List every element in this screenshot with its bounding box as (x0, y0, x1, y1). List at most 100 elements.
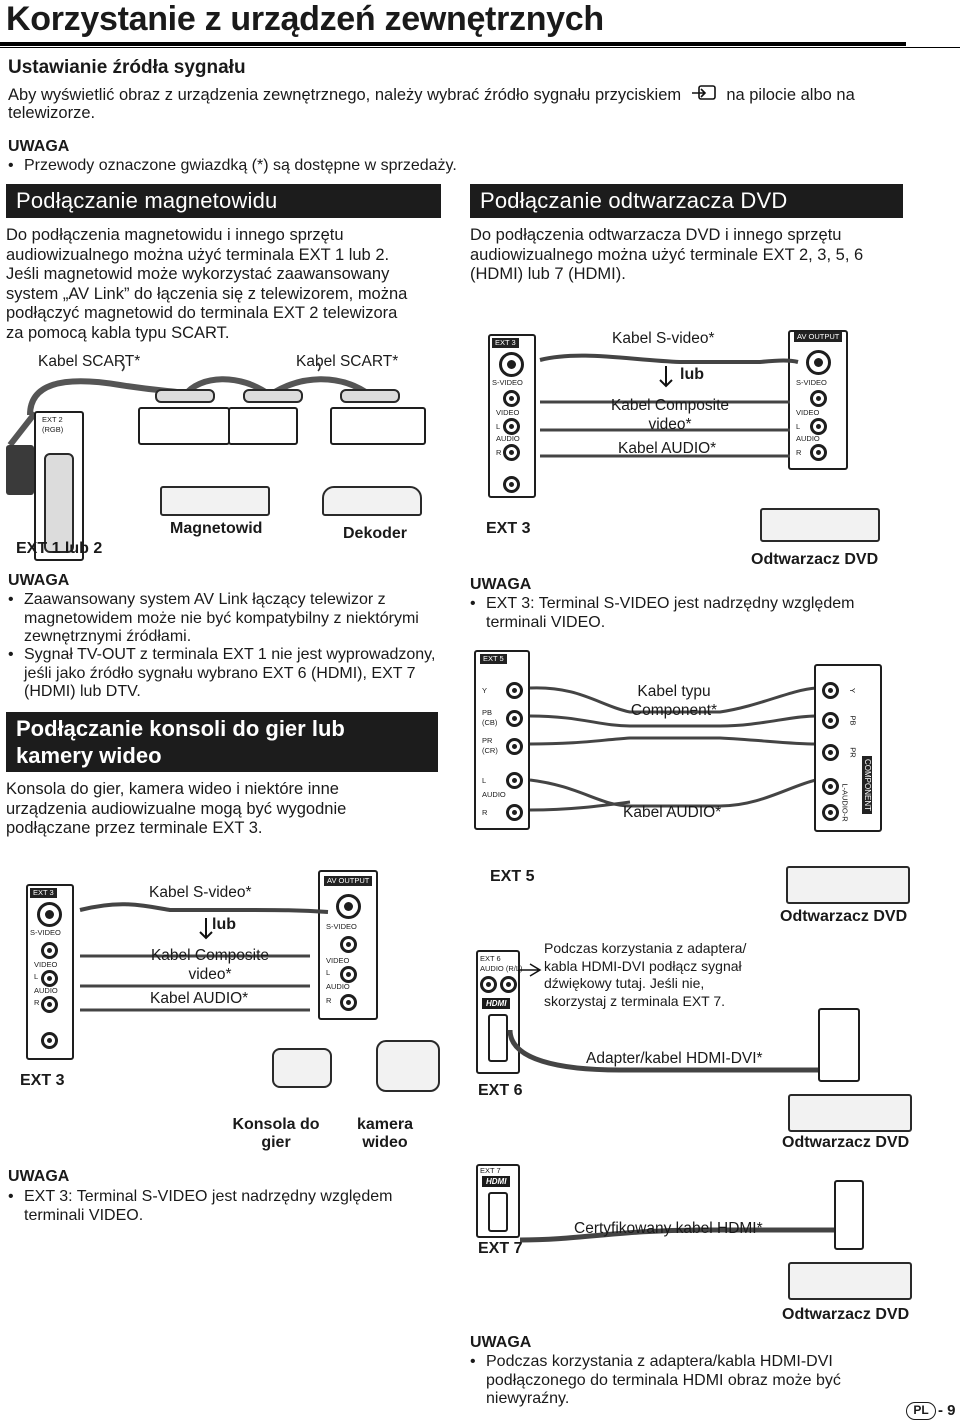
headphone-jack-icon (503, 476, 520, 493)
out-component-tag: COMPONENT (862, 756, 872, 814)
dvd-uwaga: UWAGA (470, 576, 532, 593)
pr-out-jack-icon (822, 744, 839, 761)
console-body-line: Konsola do gier, kamera wideo i niektóre… (6, 780, 339, 798)
svideo-label: S-VIDEO (796, 378, 827, 387)
console-note-line: EXT 3: Terminal S-VIDEO jest nadrzędny w… (24, 1188, 393, 1205)
component-cable-line: Component* (630, 702, 718, 719)
svideo-label: S-VIDEO (326, 922, 357, 931)
ext5-l-label: L (482, 776, 487, 785)
vcr-scart-port (138, 407, 230, 445)
audio-l-jack-icon (506, 772, 523, 789)
console-heading-line: Podłączanie konsoli do gier lub (16, 716, 345, 741)
console-cable-composite-line: video* (188, 966, 232, 983)
av-output-tag: AV OUTPUT (324, 876, 373, 886)
ext7-ext-label: EXT 7 (478, 1240, 523, 1257)
out-audio-label: L-AUDIO-R (840, 783, 850, 822)
source-heading: Ustawianie źródła sygnału (8, 57, 246, 78)
vcr-ext-label: EXT 1 lub 2 (16, 540, 103, 557)
audio-label: AUDIO (496, 434, 520, 443)
audio-r-jack-icon (340, 994, 357, 1011)
ext6-sub-label: AUDIO (R/L) (480, 964, 523, 973)
video-label: VIDEO (326, 956, 350, 965)
vcr-cable1-label: Kabel SCART* (38, 353, 141, 370)
svideo-label: S-VIDEO (30, 928, 61, 937)
audio-label: AUDIO (34, 986, 58, 995)
vcr-body-line: system „AV Link” do łączenia się z telew… (6, 284, 408, 303)
vcr-note-line: zewnętrznymi źródłami. (24, 628, 192, 645)
hdmi-note-line: Podczas korzystania z adaptera/ (544, 940, 747, 956)
console-cable-composite: Kabel Composite video* (144, 946, 276, 984)
svideo-jack-icon (336, 894, 361, 919)
dvd-body: Do podłączenia odtwarzacza DVD i innego … (470, 226, 863, 285)
video-label: VIDEO (796, 408, 820, 417)
dvd-cables-drawing (539, 353, 799, 458)
hdmi-out-port-icon (834, 1180, 864, 1250)
dvd-cable-audio: Kabel AUDIO* (618, 440, 717, 457)
scart-plug-icon (155, 389, 215, 403)
hdmi-note: Podczas korzystania z adaptera/kabla HDM… (470, 1353, 841, 1409)
hdmi-logo: HDMI (482, 998, 511, 1009)
ext7-device-label: Odtwarzacz DVD (782, 1306, 910, 1323)
title-rule-thin (0, 47, 960, 48)
vcr-scart-port-2 (228, 407, 298, 445)
vcr-note-line: Zaawansowany system AV Link łączący tele… (24, 591, 386, 608)
vcr-uwaga: UWAGA (8, 572, 70, 589)
audio-l-jack-icon (340, 966, 357, 983)
out-pr-label: PR (848, 747, 858, 758)
audio-l-out-jack-icon (822, 778, 839, 795)
ext5-y-label: Y (482, 686, 488, 695)
console-uwaga: UWAGA (8, 1168, 70, 1185)
vcr-device-label: Magnetowid (170, 520, 263, 537)
svideo-jack-icon (499, 352, 524, 377)
dvd-note-line: EXT 3: Terminal S-VIDEO jest nadrzędny w… (486, 595, 855, 612)
dvd-body-line: (HDMI) lub 7 (HDMI). (470, 265, 626, 283)
r-label: R (496, 448, 502, 457)
console-heading-line: kamery wideo (16, 743, 162, 768)
input-source-icon (690, 84, 718, 108)
ext2-sub-label: (RGB) (42, 425, 64, 434)
ext6-label: EXT 6 (480, 954, 501, 963)
y-jack-icon (506, 682, 523, 699)
vcr-device-icon (160, 486, 270, 516)
console-av-output-panel: AV OUTPUT S-VIDEO VIDEO L AUDIO R (318, 870, 378, 1020)
dvd-note-line: terminali VIDEO. (486, 613, 606, 631)
hdmi-note-bullet-line: niewyraźny. (486, 1390, 570, 1407)
l-label: L (796, 422, 801, 431)
component-output-panel: Y PB PR L-AUDIO-R COMPONENT (814, 664, 882, 832)
hdmi-note-line: skorzystaj z terminala EXT 7. (544, 992, 726, 1009)
svideo-label: S-VIDEO (492, 378, 523, 387)
audio-l-jack-icon (503, 418, 520, 435)
l-label: L (34, 972, 39, 981)
vcr-body-line: podłączyć magnetowid do terminala EXT 2 … (6, 304, 398, 322)
component-cable-label: Kabel typu Component* (608, 682, 740, 720)
component-cable-audio: Kabel AUDIO* (623, 804, 722, 821)
console-ext-label: EXT 3 (20, 1072, 65, 1089)
source-text-before: Aby wyświetlić obraz z urządzenia zewnęt… (8, 86, 682, 105)
hdmi-port-icon (488, 1014, 508, 1062)
hdmi7-cable-label: Certyfikowany kabel HDMI* (574, 1220, 763, 1237)
console-heading: Podłączanie konsoli do gier lub kamery w… (6, 712, 438, 772)
ext5-tag: EXT 5 (480, 654, 507, 664)
audio-r-jack-icon (500, 976, 517, 993)
video-label: VIDEO (34, 960, 58, 969)
dvd-cable-composite-line: Kabel Composite (610, 397, 730, 414)
l-label: L (326, 968, 331, 977)
headphone-jack-icon (41, 1032, 58, 1049)
component-cables-drawing (529, 686, 817, 812)
camera-device-line: kamera (356, 1116, 414, 1133)
vcr-body-line: Do podłączenia magnetowidu i innego sprz… (6, 226, 344, 244)
audio-r-jack-icon (810, 444, 827, 461)
source-text-line2: telewizorze. (8, 104, 96, 122)
vcr-note-2: Sygnał TV-OUT z terminala EXT 1 nie jest… (8, 646, 435, 702)
pr-jack-icon (506, 738, 523, 755)
console-lub: lub (212, 916, 236, 933)
hdmi-note-bullet-line: podłączonego do terminala HDMI obraz moż… (486, 1371, 841, 1389)
ext5-cr-label: (CR) (482, 746, 498, 755)
camcorder-icon (376, 1040, 440, 1092)
vcr-diagram: Kabel SCART* Kabel SCART* EXT 2 (RGB) (0, 345, 450, 570)
dvd-lub: lub (680, 366, 704, 383)
console-device-line: gier (261, 1134, 291, 1151)
audio-l-jack-icon (810, 418, 827, 435)
scart-plug-icon (340, 389, 400, 403)
game-console-icon (272, 1048, 332, 1088)
